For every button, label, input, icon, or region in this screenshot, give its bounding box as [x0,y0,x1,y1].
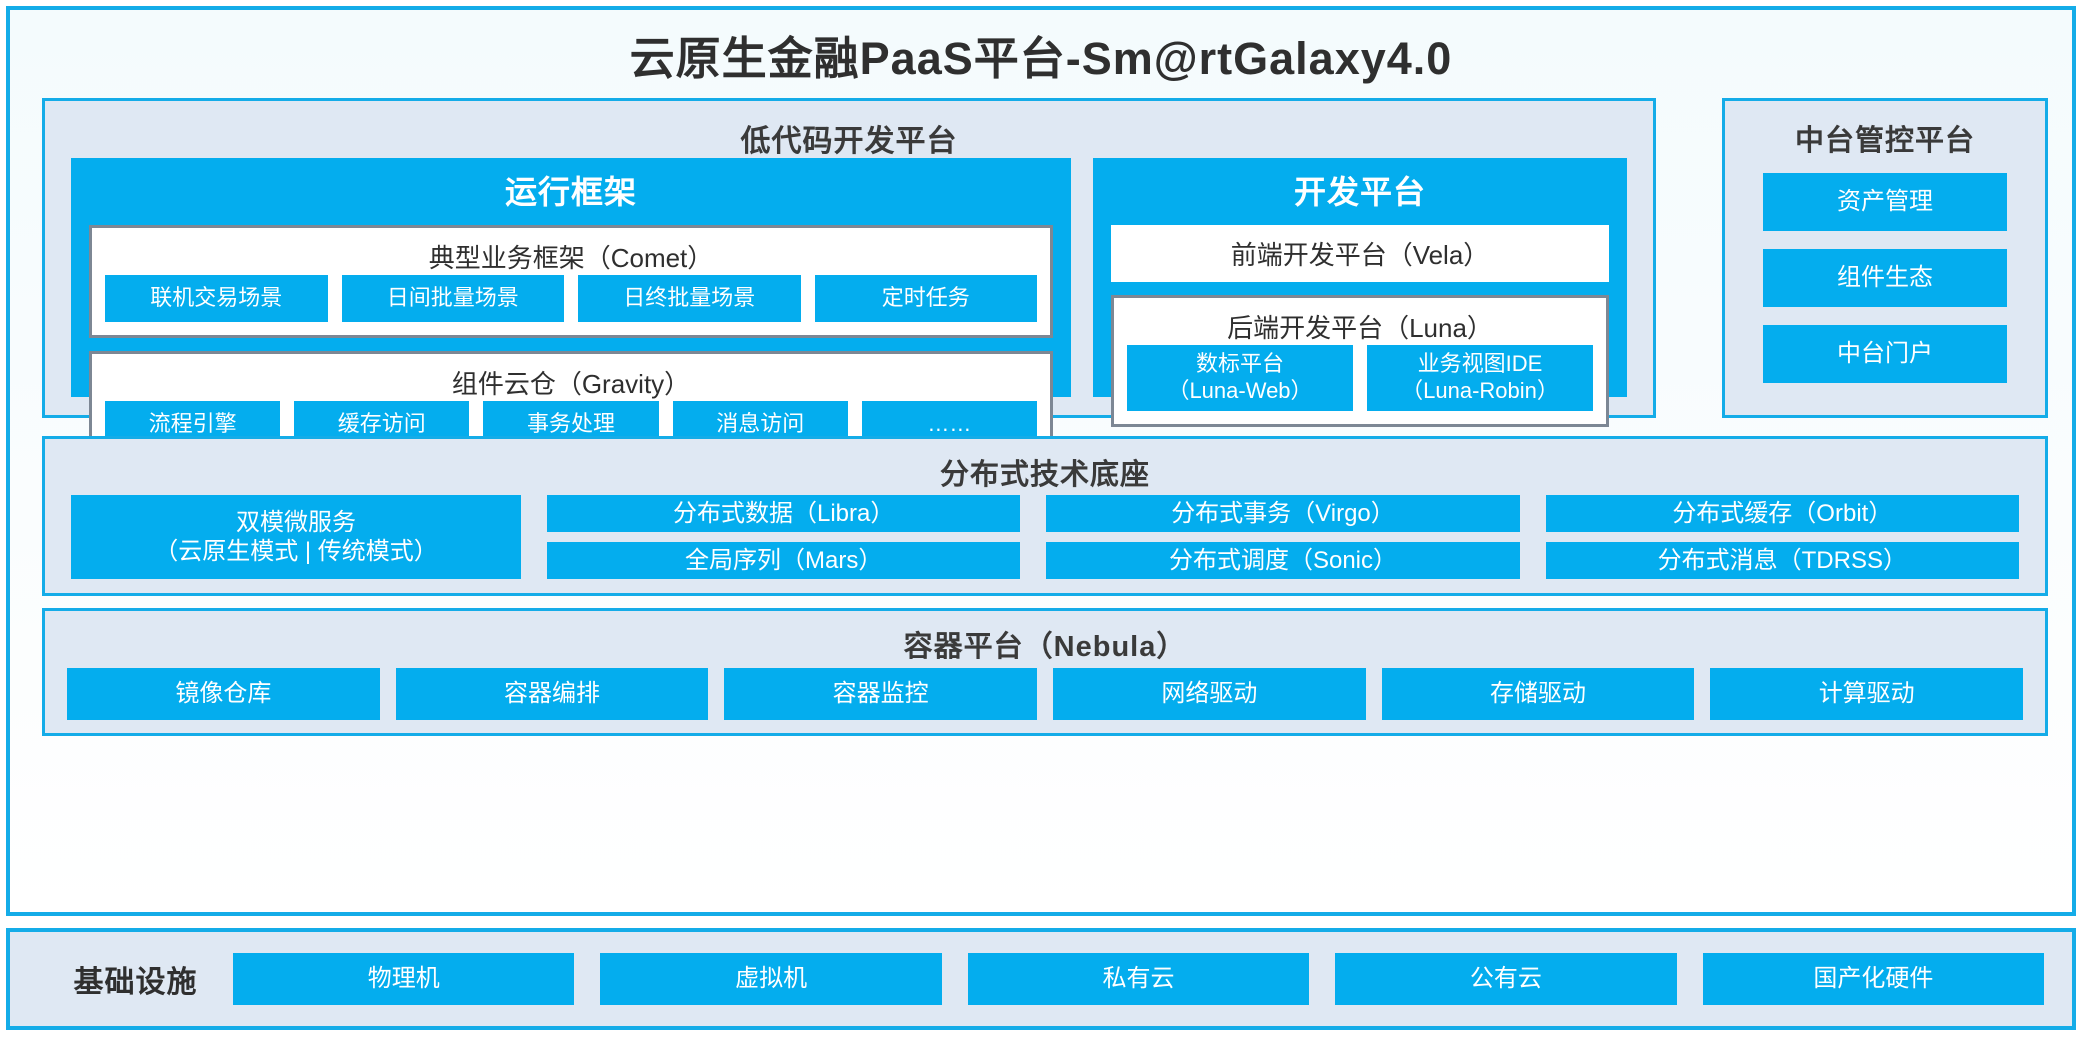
chip-container-orchestration[interactable]: 容器编排 [395,668,709,720]
card-comet-framework: 典型业务框架（Comet） 联机交易场景 日间批量场景 日终批量场景 定时任务 [89,225,1053,338]
chip-luna-web[interactable]: 数标平台 （Luna-Web） [1127,345,1353,411]
comet-chip-row: 联机交易场景 日间批量场景 日终批量场景 定时任务 [92,275,1050,335]
chip-component-ecosystem[interactable]: 组件生态 [1763,249,2007,307]
container-platform-body: 镜像仓库 容器编排 容器监控 网络驱动 存储驱动 计算驱动 [67,668,2024,720]
page-title: 云原生金融PaaS平台-Sm@rtGalaxy4.0 [629,33,1453,84]
comet-framework-title: 典型业务框架（Comet） [428,243,714,273]
chip-physical-machine[interactable]: 物理机 [233,953,575,1005]
row-low-code-and-mid-platform: 低代码开发平台 运行框架 典型业务框架（Comet） 联机交易场景 日间批量场景… [42,98,2048,464]
development-platform-title: 开发平台 [1293,174,1426,210]
chip-distributed-schedule-sonic[interactable]: 分布式调度（Sonic） [1046,542,1520,579]
panel-mid-platform-control: 中台管控平台 资产管理 组件生态 中台门户 [1722,98,2048,418]
distributed-column-microservice: 双模微服务 （云原生模式 | 传统模式） [71,495,521,579]
mid-platform-control-title: 中台管控平台 [1794,125,1975,157]
mid-platform-item-list: 资产管理 组件生态 中台门户 [1763,173,2007,383]
luna-chip-row: 数标平台 （Luna-Web） 业务视图IDE （Luna-Robin） [1114,345,1606,424]
infrastructure-label: 基础设施 [73,966,198,999]
panel-container-platform: 容器平台（Nebula） 镜像仓库 容器编排 容器监控 网络驱动 存储驱动 计算… [42,608,2048,736]
chip-compute-driver[interactable]: 计算驱动 [1710,668,2024,720]
chip-public-cloud[interactable]: 公有云 [1335,953,1677,1005]
distributed-column-1: 分布式数据（Libra） 全局序列（Mars） [547,495,1021,579]
chip-distributed-cache-orbit[interactable]: 分布式缓存（Orbit） [1545,495,2019,532]
container-platform-title: 容器平台（Nebula） [903,631,1187,663]
chip-mid-platform-portal[interactable]: 中台门户 [1763,325,2007,383]
low-code-platform-body: 运行框架 典型业务框架（Comet） 联机交易场景 日间批量场景 日终批量场景 … [71,158,1627,464]
chip-virtual-machine[interactable]: 虚拟机 [600,953,942,1005]
chip-container-monitoring[interactable]: 容器监控 [724,668,1038,720]
runtime-framework-title: 运行框架 [504,174,637,210]
backend-platform-luna-title: 后端开发平台（Luna） [1227,313,1493,343]
chip-comet-item[interactable]: 定时任务 [814,275,1037,322]
infrastructure-chip-row: 物理机 虚拟机 私有云 公有云 国产化硬件 [233,953,2045,1005]
chip-distributed-data-libra[interactable]: 分布式数据（Libra） [547,495,1021,532]
chip-comet-item[interactable]: 联机交易场景 [105,275,328,322]
low-code-platform-title: 低代码开发平台 [740,125,958,158]
block-runtime-framework: 运行框架 典型业务框架（Comet） 联机交易场景 日间批量场景 日终批量场景 … [71,158,1071,464]
block-development-platform: 开发平台 前端开发平台（Vela） 后端开发平台（Luna） 数标平台 （Lun… [1093,158,1627,427]
chip-private-cloud[interactable]: 私有云 [967,953,1310,1005]
chip-network-driver[interactable]: 网络驱动 [1053,668,1366,720]
panel-distributed-tech-base: 分布式技术底座 双模微服务 （云原生模式 | 传统模式） 分布式数据（Libra… [42,436,2048,596]
panel-low-code-platform: 低代码开发平台 运行框架 典型业务框架（Comet） 联机交易场景 日间批量场景… [42,98,1656,464]
chip-domestic-hardware[interactable]: 国产化硬件 [1702,953,2045,1005]
chip-dual-mode-microservice[interactable]: 双模微服务 （云原生模式 | 传统模式） [71,495,521,579]
chip-comet-item[interactable]: 日终批量场景 [578,275,801,322]
distributed-column-3: 分布式缓存（Orbit） 分布式消息（TDRSS） [1545,495,2019,579]
chip-image-registry[interactable]: 镜像仓库 [67,668,380,720]
card-backend-platform-luna: 后端开发平台（Luna） 数标平台 （Luna-Web） 业务视图IDE （Lu… [1111,295,1609,427]
chip-distributed-transaction-virgo[interactable]: 分布式事务（Virgo） [1046,495,1520,532]
chip-distributed-message-tdrss[interactable]: 分布式消息（TDRSS） [1545,542,2019,579]
distributed-column-2: 分布式事务（Virgo） 分布式调度（Sonic） [1046,495,1520,579]
distributed-tech-base-title: 分布式技术底座 [939,459,1150,491]
panel-infrastructure: 基础设施 物理机 虚拟机 私有云 公有云 国产化硬件 [6,928,2076,1030]
chip-luna-robin[interactable]: 业务视图IDE （Luna-Robin） [1367,345,1593,411]
card-frontend-platform-vela[interactable]: 前端开发平台（Vela） [1111,225,1609,282]
chip-global-sequence-mars[interactable]: 全局序列（Mars） [547,542,1021,579]
gravity-repository-title: 组件云仓（Gravity） [451,369,691,399]
distributed-tech-base-body: 双模微服务 （云原生模式 | 传统模式） 分布式数据（Libra） 全局序列（M… [71,495,2019,579]
chip-storage-driver[interactable]: 存储驱动 [1381,668,1695,720]
chip-asset-management[interactable]: 资产管理 [1763,173,2007,231]
chip-comet-item[interactable]: 日间批量场景 [341,275,564,322]
platform-outer-frame: 云原生金融PaaS平台-Sm@rtGalaxy4.0 低代码开发平台 运行框架 … [6,6,2076,916]
